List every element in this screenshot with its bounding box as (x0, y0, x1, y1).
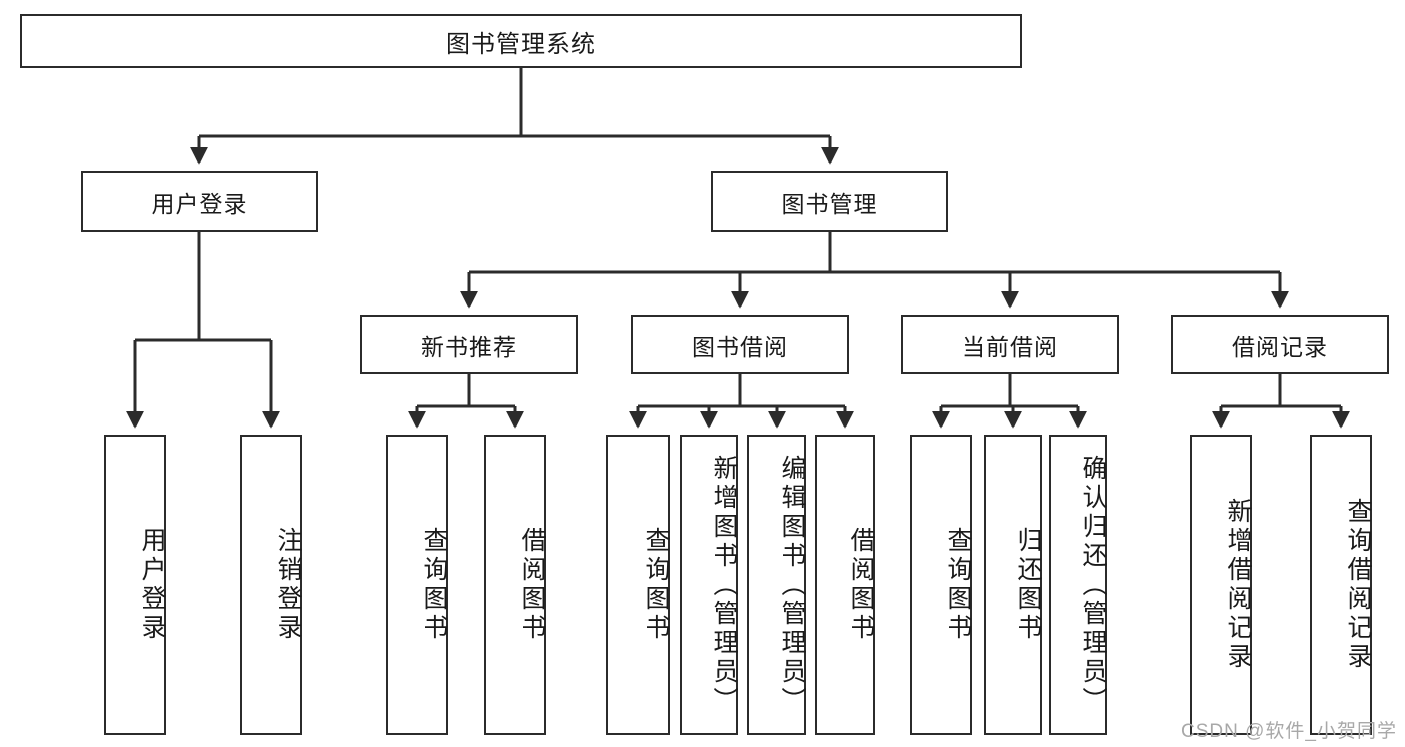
node-leaf-edit-book-label: 编辑图书（管理员） (778, 454, 806, 716)
node-leaf-user-login[interactable]: 用户登录 (104, 435, 166, 735)
node-leaf-query-book-borrow[interactable]: 查询图书 (606, 435, 670, 735)
node-leaf-query-book-rec-label: 查询图书 (420, 527, 448, 643)
node-book-manage[interactable]: 图书管理 (711, 171, 948, 232)
node-borrow-record[interactable]: 借阅记录 (1171, 315, 1389, 374)
node-leaf-query-record-label: 查询借阅记录 (1344, 498, 1372, 672)
node-new-book-rec[interactable]: 新书推荐 (360, 315, 578, 374)
node-leaf-borrow-book-rec[interactable]: 借阅图书 (484, 435, 546, 735)
node-leaf-borrow-book[interactable]: 借阅图书 (815, 435, 875, 735)
node-leaf-user-login-label: 用户登录 (138, 527, 166, 643)
node-root[interactable]: 图书管理系统 (20, 14, 1022, 68)
node-user-login[interactable]: 用户登录 (81, 171, 318, 232)
node-leaf-return-book-label: 归还图书 (1014, 527, 1042, 643)
node-leaf-query-book-cur-label: 查询图书 (944, 527, 972, 643)
node-root-label: 图书管理系统 (446, 30, 596, 58)
node-leaf-add-record-label: 新增借阅记录 (1224, 498, 1252, 672)
node-current-borrow[interactable]: 当前借阅 (901, 315, 1119, 374)
node-book-borrow-label: 图书借阅 (692, 333, 788, 360)
node-leaf-borrow-book-label: 借阅图书 (847, 527, 875, 643)
node-leaf-query-book-rec[interactable]: 查询图书 (386, 435, 448, 735)
node-leaf-query-book-cur[interactable]: 查询图书 (910, 435, 972, 735)
node-leaf-confirm-return[interactable]: 确认归还（管理员） (1049, 435, 1107, 735)
node-leaf-add-record[interactable]: 新增借阅记录 (1190, 435, 1252, 735)
node-leaf-add-book[interactable]: 新增图书（管理员） (680, 435, 738, 735)
node-leaf-borrow-book-rec-label: 借阅图书 (518, 527, 546, 643)
node-leaf-query-record[interactable]: 查询借阅记录 (1310, 435, 1372, 735)
node-borrow-record-label: 借阅记录 (1232, 333, 1328, 360)
node-leaf-confirm-return-label: 确认归还（管理员） (1079, 454, 1107, 716)
node-leaf-query-book-borrow-label: 查询图书 (642, 527, 670, 643)
node-user-login-label: 用户登录 (151, 190, 248, 217)
node-new-book-rec-label: 新书推荐 (421, 333, 517, 360)
node-book-borrow[interactable]: 图书借阅 (631, 315, 849, 374)
node-leaf-add-book-label: 新增图书（管理员） (710, 454, 738, 716)
node-leaf-return-book[interactable]: 归还图书 (984, 435, 1042, 735)
node-leaf-logout-label: 注销登录 (274, 527, 302, 643)
csdn-watermark: CSDN @软件_小贺同学 (1181, 721, 1397, 742)
node-current-borrow-label: 当前借阅 (962, 333, 1058, 360)
node-leaf-edit-book[interactable]: 编辑图书（管理员） (747, 435, 806, 735)
node-book-manage-label: 图书管理 (781, 190, 878, 217)
node-leaf-logout[interactable]: 注销登录 (240, 435, 302, 735)
